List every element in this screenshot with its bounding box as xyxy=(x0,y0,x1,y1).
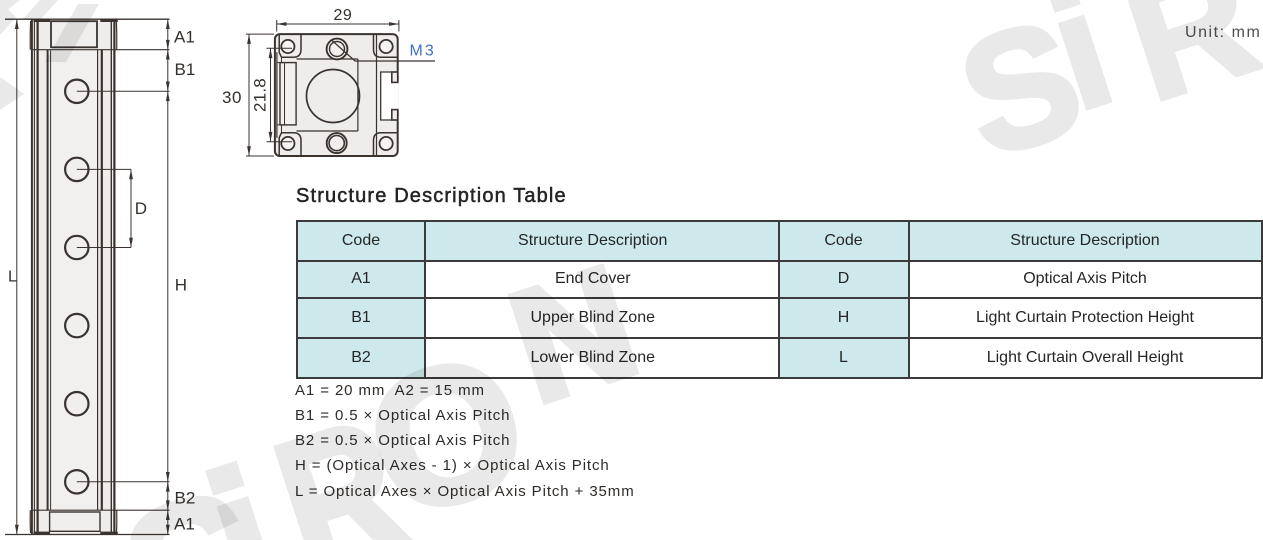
svg-text:30: 30 xyxy=(222,88,242,107)
svg-text:M3: M3 xyxy=(410,43,436,60)
svg-text:H: H xyxy=(175,275,187,294)
svg-text:B1: B1 xyxy=(175,60,196,79)
svg-text:A1: A1 xyxy=(174,28,195,47)
svg-text:L: L xyxy=(8,269,17,286)
svg-text:D: D xyxy=(135,199,147,218)
svg-text:B2: B2 xyxy=(175,489,196,508)
svg-text:21.8: 21.8 xyxy=(251,78,270,112)
svg-text:A1: A1 xyxy=(174,515,195,534)
svg-text:29: 29 xyxy=(334,7,353,24)
